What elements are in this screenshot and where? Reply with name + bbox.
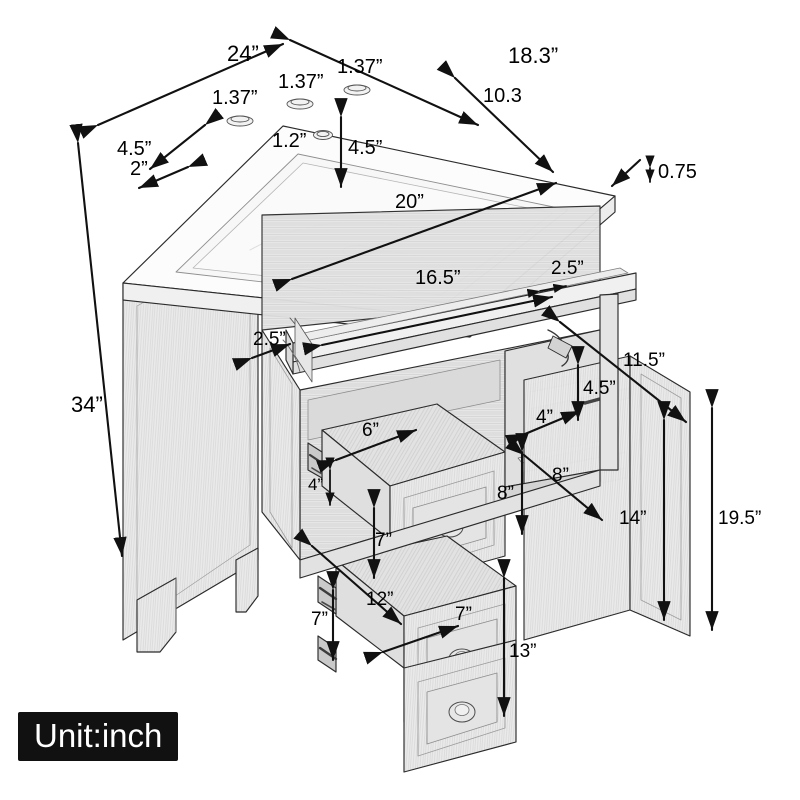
dim-shelf-upper-depth: 4” (536, 407, 553, 428)
dim-top-drawer-width: 16.5” (415, 267, 461, 289)
unit-badge: Unit:inch (18, 712, 179, 761)
dimension-lines (69, 26, 719, 718)
dim-top-drawer-height-left: 2.5” (253, 329, 286, 350)
dim-overflow-hole: 1.2” (272, 130, 307, 152)
dim-drawer-low-gap: 7” (311, 609, 328, 630)
dim-faucet-hole-center: 1.37” (278, 71, 324, 93)
dim-drawer-mid-gap: 4” (308, 475, 324, 494)
dim-rim-side: 2” (130, 158, 148, 180)
dim-door-inner-height: 14” (619, 508, 647, 529)
dim-counter-thickness: 0.75 (658, 161, 697, 183)
dim-drawer-mid-width: 12” (366, 589, 394, 610)
dim-top-width: 24” (227, 41, 259, 66)
dim-faucet-hole-right: 1.37” (337, 56, 383, 78)
dim-rim-back: 4.5” (117, 138, 152, 160)
dim-shelf-lower-height: 8” (497, 483, 514, 504)
dim-door-width: 11.5” (623, 350, 665, 371)
dim-shelf-upper-height: 4.5” (583, 378, 616, 399)
dim-drawer-low-depth: 7” (455, 604, 472, 625)
dim-total-height: 34” (71, 392, 103, 417)
dim-top-drawer-height-right: 2.5” (551, 258, 584, 279)
dim-faucet-hole-left: 1.37” (212, 87, 258, 109)
dim-basin-width: 10.3 (483, 85, 522, 107)
dim-top-depth: 18.3” (508, 43, 559, 68)
dim-drawer-low-height: 13” (509, 641, 537, 662)
dim-shelf-lower-depth: 8” (552, 465, 569, 486)
vanity-cabinet-body (122, 84, 691, 773)
dim-basin-center-offset: 4.5” (348, 137, 383, 159)
dim-basin-length: 20” (395, 191, 424, 213)
dim-drawer-mid-depth: 6” (362, 420, 379, 441)
dim-drawer-mid-height: 7” (375, 530, 392, 551)
dim-door-height: 19.5” (718, 508, 762, 529)
